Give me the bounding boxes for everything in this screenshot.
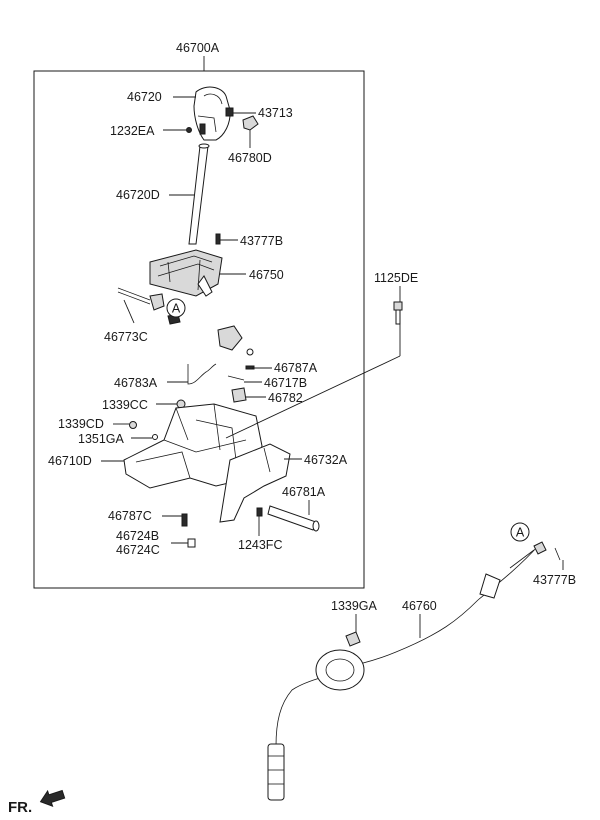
label-46773c: 46773C (104, 330, 148, 344)
callout-a-upper: A (166, 298, 186, 318)
label-46783a: 46783A (114, 376, 158, 390)
label-46720d: 46720D (116, 188, 160, 202)
shift-lock-solenoid (217, 325, 255, 370)
lever-pin (215, 233, 221, 245)
bolt-1125de (393, 301, 403, 325)
knob-screw (225, 107, 234, 117)
grommet-1351ga (152, 434, 158, 440)
shift-knob (193, 86, 231, 141)
bolt-1243fc (256, 507, 263, 517)
label-1232ea: 1232EA (110, 124, 155, 138)
shift-lever-base (123, 403, 263, 489)
bolt-46787c (181, 513, 188, 527)
label-1125de: 1125DE (374, 271, 418, 285)
label-46700a: 46700A (176, 41, 220, 55)
nut-1339cd (129, 421, 137, 429)
label-1339ga: 1339GA (331, 599, 378, 613)
position-switch (227, 375, 247, 403)
label-1339cc: 1339CC (102, 398, 148, 412)
cable-bracket (219, 443, 291, 523)
label-46750: 46750 (249, 268, 284, 282)
label-46787c: 46787C (108, 509, 152, 523)
label-46782: 46782 (268, 391, 303, 405)
label-43777b-top: 43777B (240, 234, 283, 248)
label-46717b: 46717B (264, 376, 307, 390)
label-1339cd: 1339CD (58, 417, 104, 431)
leader-lines (101, 56, 564, 638)
label-43713: 43713 (258, 106, 293, 120)
cable-pin (267, 505, 320, 532)
shift-lever-rod (188, 143, 210, 245)
shift-cable (275, 541, 561, 747)
knob-bolt (186, 127, 192, 133)
callout-a-lower: A (510, 522, 530, 542)
knob-button (242, 115, 259, 131)
label-46787a: 46787A (274, 361, 318, 375)
shift-lock-cable (187, 363, 217, 385)
front-arrow-icon (39, 789, 66, 808)
label-46781a: 46781A (282, 485, 326, 499)
cable-end (267, 743, 285, 801)
label-46724c: 46724C (116, 543, 160, 557)
assembly-frame (33, 70, 365, 589)
svg-text:A: A (516, 526, 525, 540)
nut-46724 (187, 538, 196, 548)
label-46732a: 46732A (304, 453, 348, 467)
label-1351ga: 1351GA (78, 432, 125, 446)
label-43777b-bottom: 43777B (533, 573, 576, 587)
label-46780d: 46780D (228, 151, 272, 165)
front-label: FR. (8, 799, 32, 816)
label-46720: 46720 (127, 90, 162, 104)
indicator-housing (149, 249, 223, 297)
label-46760: 46760 (402, 599, 437, 613)
cable-grommet-plate (315, 631, 365, 691)
label-1243fc: 1243FC (238, 538, 282, 552)
front-direction-indicator: FR. (8, 789, 66, 816)
label-46724b: 46724B (116, 529, 159, 543)
svg-text:A: A (172, 302, 181, 316)
label-46710d: 46710D (48, 454, 92, 468)
